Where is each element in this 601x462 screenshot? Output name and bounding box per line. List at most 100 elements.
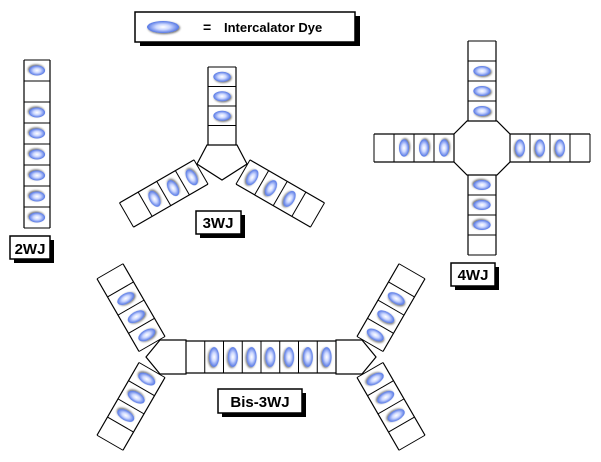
helix-4wj-right: [509, 133, 591, 163]
base-pair-line: [398, 263, 426, 280]
base-pair-line: [174, 170, 190, 196]
ellipse-dye-icon: [366, 372, 384, 386]
structure-2wj: [23, 59, 51, 229]
ellipse-dye-icon: [264, 180, 278, 197]
ellipse-dye-icon: [185, 169, 198, 186]
ellipse-dye-icon: [28, 128, 46, 139]
ellipse-dye-icon: [213, 71, 231, 82]
ellipse-dye-icon: [147, 21, 179, 33]
helix-2wj: [23, 59, 51, 229]
base-pair-line: [107, 281, 134, 298]
ellipse-dye-icon: [284, 347, 295, 367]
junction-core-bis-left: [145, 339, 187, 375]
structure-4wj: [373, 40, 591, 256]
ellipse-dye-icon: [213, 91, 231, 102]
helix-bis-left-bottom: [96, 362, 166, 451]
helix-strand: [96, 362, 140, 436]
ellipse-dye-icon: [28, 212, 46, 223]
helix-4wj-top: [467, 40, 497, 122]
base-pair-line: [388, 416, 415, 433]
ellipse-dye-icon: [138, 328, 156, 342]
label-bis-3wj: Bis-3WJ: [217, 388, 306, 417]
structure-bis-3wj: [96, 263, 426, 451]
base-pair-line: [128, 317, 155, 334]
ellipse-dye-icon: [473, 86, 491, 96]
helix-bis-right-bottom: [356, 362, 426, 451]
base-pair-line: [138, 362, 166, 378]
base-pair-line: [117, 398, 145, 415]
base-pair-line: [367, 380, 394, 397]
helix-4wj-bottom: [467, 174, 497, 256]
base-pair-line: [235, 159, 251, 185]
svg-text:2WJ: 2WJ: [15, 241, 46, 258]
ellipse-dye-icon: [28, 170, 46, 181]
helix-strand: [382, 362, 426, 436]
ellipse-dye-icon: [515, 139, 525, 157]
ellipse-dye-icon: [439, 139, 449, 157]
helix-3wj-left: [119, 159, 209, 228]
ellipse-dye-icon: [473, 66, 491, 76]
junction-structures: [23, 40, 591, 451]
helix-strand: [96, 278, 140, 352]
ellipse-dye-icon: [419, 139, 429, 157]
ellipse-dye-icon: [28, 149, 46, 160]
ellipse-dye-icon: [473, 220, 491, 230]
junction-core-bis-right: [335, 339, 377, 375]
ellipse-dye-icon: [283, 190, 296, 207]
ellipse-dye-icon: [555, 139, 565, 157]
ellipse-dye-icon: [473, 106, 491, 116]
ellipse-dye-icon: [127, 310, 145, 324]
ellipse-dye-icon: [246, 169, 259, 186]
helix-4wj-left: [373, 133, 455, 163]
base-pair-line: [117, 299, 145, 316]
base-pair-line: [156, 181, 172, 206]
helix-bis-center: [185, 340, 337, 374]
ellipse-dye-icon: [28, 107, 46, 118]
base-pair-line: [291, 191, 307, 217]
ellipse-dye-icon: [148, 190, 161, 207]
base-pair-line: [107, 416, 134, 433]
legend: = Intercalator Dye: [134, 11, 360, 46]
helix-3wj-top: [207, 66, 237, 146]
legend-text: Intercalator Dye: [224, 20, 322, 35]
ellipse-dye-icon: [399, 139, 409, 157]
ellipse-dye-icon: [117, 409, 135, 422]
base-pair-line: [128, 380, 155, 397]
ellipse-dye-icon: [366, 328, 384, 342]
legend-equals: =: [203, 19, 211, 35]
ellipse-dye-icon: [117, 292, 135, 305]
junction-core-3wj: [196, 144, 248, 181]
helix-3wj-right: [235, 159, 325, 228]
base-pair-line: [137, 191, 153, 217]
ellipse-dye-icon: [265, 347, 276, 367]
base-pair-line: [377, 398, 405, 415]
structure-3wj: [119, 66, 325, 228]
junction-core-4wj: [453, 120, 511, 176]
ellipse-dye-icon: [302, 347, 313, 367]
ellipse-dye-icon: [138, 372, 156, 386]
label-4wj: 4WJ: [450, 262, 499, 290]
ellipse-dye-icon: [227, 347, 238, 367]
base-pair-line: [193, 159, 209, 185]
base-pair-line: [367, 317, 394, 334]
ellipse-dye-icon: [166, 180, 180, 197]
base-pair-line: [119, 202, 134, 228]
base-pair-line: [96, 434, 124, 451]
ellipse-dye-icon: [387, 409, 405, 422]
base-pair-line: [356, 336, 384, 352]
base-pair-line: [377, 299, 405, 316]
base-pair-line: [96, 263, 124, 280]
ellipse-dye-icon: [535, 139, 545, 157]
ellipse-dye-icon: [387, 292, 405, 305]
base-pair-line: [398, 434, 426, 451]
helix-strand: [382, 278, 426, 352]
ellipse-dye-icon: [377, 310, 395, 324]
ellipse-dye-icon: [473, 200, 491, 210]
ellipse-dye-icon: [213, 110, 231, 121]
ellipse-dye-icon: [473, 180, 491, 190]
ellipse-dye-icon: [28, 65, 46, 76]
ellipse-dye-icon: [246, 347, 257, 367]
svg-text:3WJ: 3WJ: [203, 215, 234, 232]
ellipse-dye-icon: [28, 191, 46, 202]
